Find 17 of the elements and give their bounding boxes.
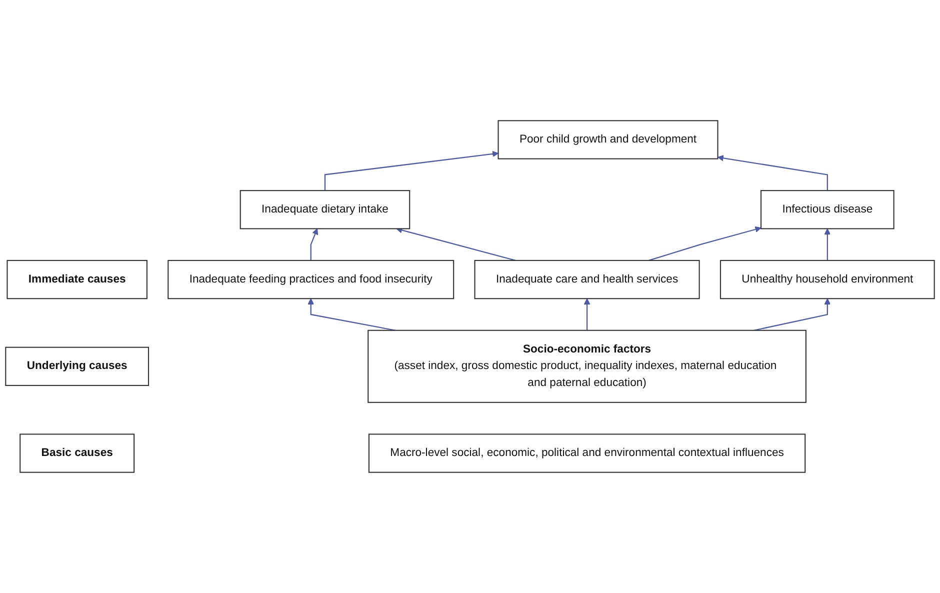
node-box: Macro-level social, economic, political and environmental contextual influences [368,434,806,473]
node-box: Unhealthy household environment [720,260,935,300]
node-box: Inadequate care and health services [474,260,700,300]
arrow [310,228,318,260]
node-box: Infectious disease [760,190,894,230]
arrow [584,298,590,330]
node-box: Basic causes [20,434,135,473]
arrow [717,155,828,191]
arrow [324,150,499,191]
arrow [824,228,831,260]
node-box: Inadequate feeding practices and food insecurity [168,260,454,300]
node-box: Socio-economic factors (asset index, gross domestic product, inequality indexes, maternal education and paternal education) [368,330,806,403]
node-box: Underlying causes [5,346,150,386]
node-box: Immediate causes [6,260,148,300]
node-box: Poor child growth and development [498,120,718,160]
arrow [648,226,762,262]
node-box: Inadequate dietary intake [240,190,410,230]
